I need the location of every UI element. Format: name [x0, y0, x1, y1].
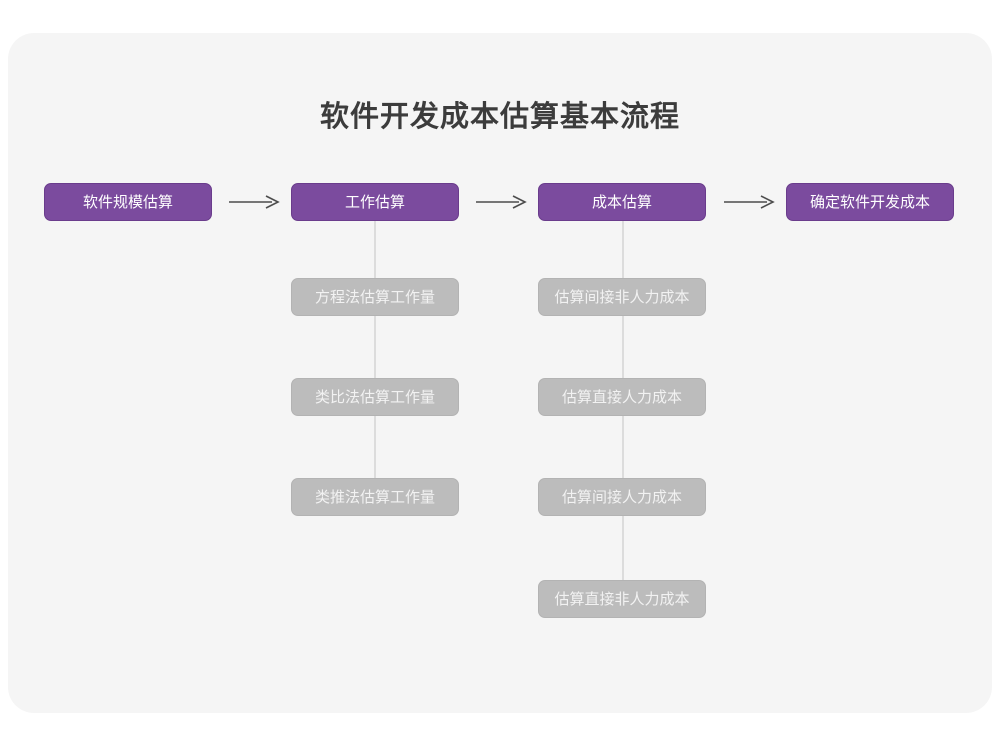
branch-node-label: 估算直接人力成本 — [561, 388, 682, 406]
branch-node-label: 估算直接非人力成本 — [554, 590, 690, 608]
flow-node-label: 确定软件开发成本 — [809, 193, 930, 211]
flow-node-label: 成本估算 — [591, 193, 652, 211]
branch-node-label: 估算间接非人力成本 — [554, 288, 690, 306]
flow-node-determine-development-cost[interactable]: 确定软件开发成本 — [786, 183, 954, 221]
branch-rail-work-estimation — [374, 221, 376, 516]
branch-node-direct-nonlabor-cost[interactable]: 估算直接非人力成本 — [538, 580, 706, 618]
flow-node-work-estimation[interactable]: 工作估算 — [291, 183, 459, 221]
branch-node-label: 方程法估算工作量 — [314, 288, 435, 306]
arrow-right-icon-3 — [723, 193, 775, 211]
arrow-right-icon-1 — [228, 193, 280, 211]
branch-node-indirect-nonlabor-cost[interactable]: 估算间接非人力成本 — [538, 278, 706, 316]
branch-node-analogy-method-effort[interactable]: 类比法估算工作量 — [291, 378, 459, 416]
branch-node-label: 类比法估算工作量 — [314, 388, 435, 406]
flow-node-cost-estimation[interactable]: 成本估算 — [538, 183, 706, 221]
content-card — [8, 33, 992, 713]
branch-node-label: 类推法估算工作量 — [314, 488, 435, 506]
flow-node-label: 软件规模估算 — [82, 193, 173, 211]
arrow-right-icon-2 — [475, 193, 527, 211]
page-title: 软件开发成本估算基本流程 — [319, 101, 680, 133]
branch-node-direct-labor-cost[interactable]: 估算直接人力成本 — [538, 378, 706, 416]
branch-node-inference-method-effort[interactable]: 类推法估算工作量 — [291, 478, 459, 516]
branch-node-equation-method-effort[interactable]: 方程法估算工作量 — [291, 278, 459, 316]
flow-node-label: 工作估算 — [344, 193, 405, 211]
branch-rail-cost-estimation — [622, 221, 624, 616]
flow-node-software-size-estimation[interactable]: 软件规模估算 — [44, 183, 212, 221]
branch-node-indirect-labor-cost[interactable]: 估算间接人力成本 — [538, 478, 706, 516]
branch-node-label: 估算间接人力成本 — [561, 488, 682, 506]
